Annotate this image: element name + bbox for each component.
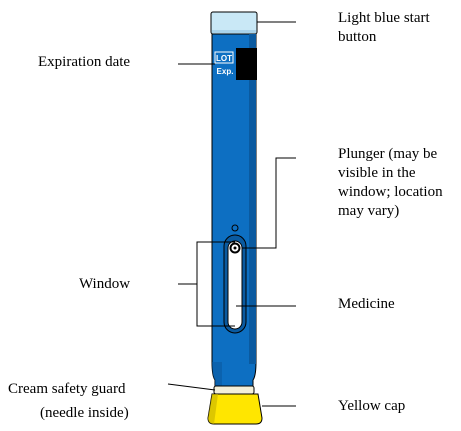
exp-marking: Exp.: [217, 67, 234, 76]
start-button-label-line-2: button: [338, 29, 377, 45]
safety-guard: [213, 385, 255, 395]
lot-box: [214, 51, 234, 64]
safety-guard-label: Cream safety guard (needle inside): [8, 377, 129, 425]
yellow-cap-shading: [208, 394, 218, 424]
indicator-dot: [231, 224, 239, 232]
start-button-label-line-1: Light blue start: [338, 10, 430, 26]
plunger-label-line-3: window; location: [338, 184, 443, 200]
leader-plunger: [242, 157, 296, 249]
start-button-label: Light blue start button: [338, 9, 430, 47]
plunger-label-line-2: visible in the: [338, 165, 416, 181]
plunger-label-line-1: Plunger (may be: [338, 146, 438, 162]
yellow-cap-label: Yellow cap: [338, 398, 406, 414]
medicine-label: Medicine: [338, 296, 395, 312]
start-button-shading: [212, 30, 256, 33]
plunger-label: Plunger (may be visible in the window; l…: [338, 145, 443, 221]
lot-marking: LOT: [216, 54, 232, 63]
safety-guard-label-line-1: Cream safety guard: [8, 381, 126, 397]
safety-guard-label-line-2: (needle inside): [40, 405, 129, 421]
pen-bottom-shading: [212, 362, 222, 386]
plunger-center: [233, 246, 237, 250]
pen-body-shading: [249, 34, 256, 364]
expiration-date-label: Expiration date: [38, 54, 131, 70]
leader-lines: [167, 21, 296, 407]
plunger-label-line-4: may vary): [338, 203, 400, 219]
medicine-window: [227, 240, 243, 330]
window-label: Window: [79, 276, 131, 292]
leader-safety-guard: [167, 383, 216, 391]
label-panel: [236, 48, 257, 80]
